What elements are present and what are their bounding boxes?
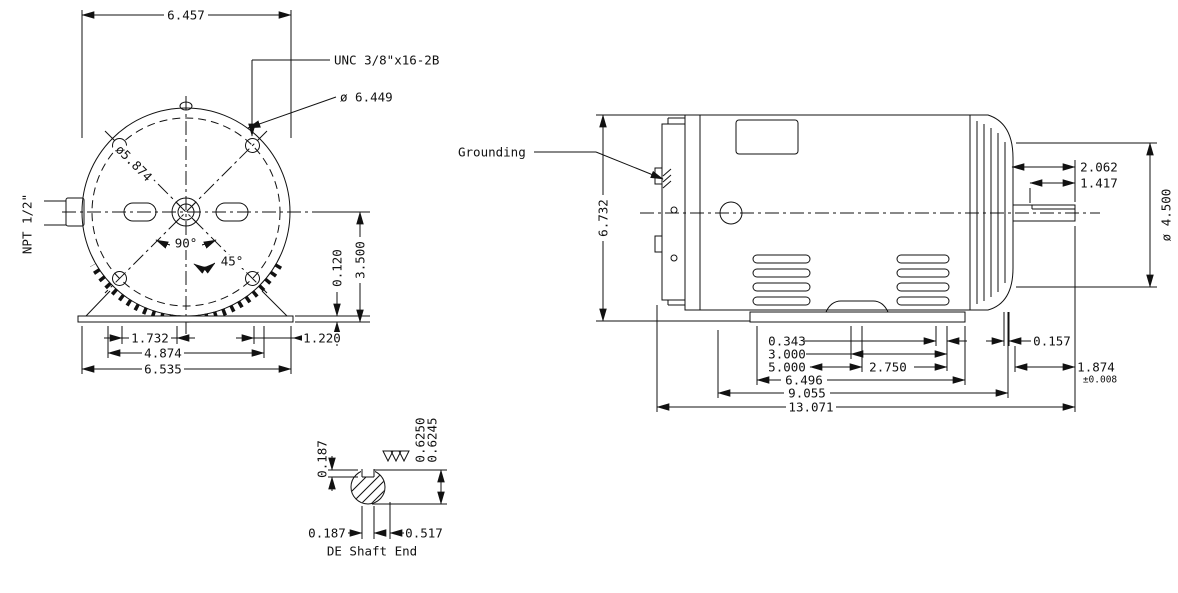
dim-shaft-dia-max: 0.6250 [413, 417, 428, 462]
dim-key-length: 1.417 [1080, 176, 1118, 191]
dim-angle-45: 45° [221, 254, 244, 269]
dim-base-width: 6.535 [144, 362, 182, 377]
dim-slot-to-edge: 1.220 [303, 331, 341, 346]
dim-outer-diameter: ø 6.449 [340, 90, 393, 105]
shaft-detail-dimensions: 0.187 0.6250 0.6245 0.187 0.517 DE Shaft… [308, 417, 447, 559]
side-view-dimensions: Grounding 6.732 2.062 1.417 ø 4.500 [458, 114, 1174, 415]
dim-shaft-length-tolerance: ±0.008 [1083, 375, 1118, 386]
dim-overall-length: 13.071 [788, 400, 833, 415]
dim-slot-span: 4.874 [144, 346, 182, 361]
label-unc-thread: UNC 3/8"x16-2B [334, 53, 439, 68]
dim-flat-length: 0.517 [405, 526, 443, 541]
dim-angle-90: 90° [175, 236, 198, 251]
label-grounding: Grounding [458, 145, 526, 160]
dim-shaft-dia-min: 0.6245 [425, 417, 440, 462]
side-view-geometry [640, 114, 1100, 323]
front-view-dimensions: 6.457 UNC 3/8"x16-2B ø 6.449 ø5.874 90° … [20, 8, 440, 377]
dim-keyway-width: 0.187 [308, 526, 346, 541]
dim-foot-slot-width: 0.343 [768, 334, 806, 349]
dim-feet-span: 6.496 [785, 373, 823, 388]
dim-bell-clearance: 0.157 [1033, 334, 1071, 349]
dim-bolt-circle-diameter: ø5.874 [113, 142, 156, 185]
dim-front-width: 6.457 [167, 8, 205, 23]
dim-keyway-depth: 0.187 [315, 440, 330, 478]
dim-slot-spacing: 1.732 [131, 331, 169, 346]
shaft-detail-caption: DE Shaft End [327, 544, 417, 559]
dim-frame-height: 6.732 [596, 199, 611, 237]
dim-foot-offset: 2.750 [869, 360, 907, 375]
shaft-detail-geometry [350, 450, 410, 505]
front-view-geometry [62, 96, 314, 334]
dim-bell-diameter: ø 4.500 [1159, 189, 1174, 242]
dim-foot-holes-a: 3.000 [768, 347, 806, 362]
dim-foot-holes-b: 5.000 [768, 360, 806, 375]
dim-shaft-extension: 2.062 [1080, 160, 1118, 175]
dim-pad-thickness: 0.120 [330, 249, 345, 287]
label-npt-conduit: NPT 1/2" [20, 194, 35, 254]
dim-body-length: 9.055 [788, 386, 826, 401]
dim-shaft-height: 3.500 [353, 241, 368, 279]
knurl-symbol [382, 450, 410, 463]
dim-shaft-length: 1.874 [1077, 360, 1115, 375]
